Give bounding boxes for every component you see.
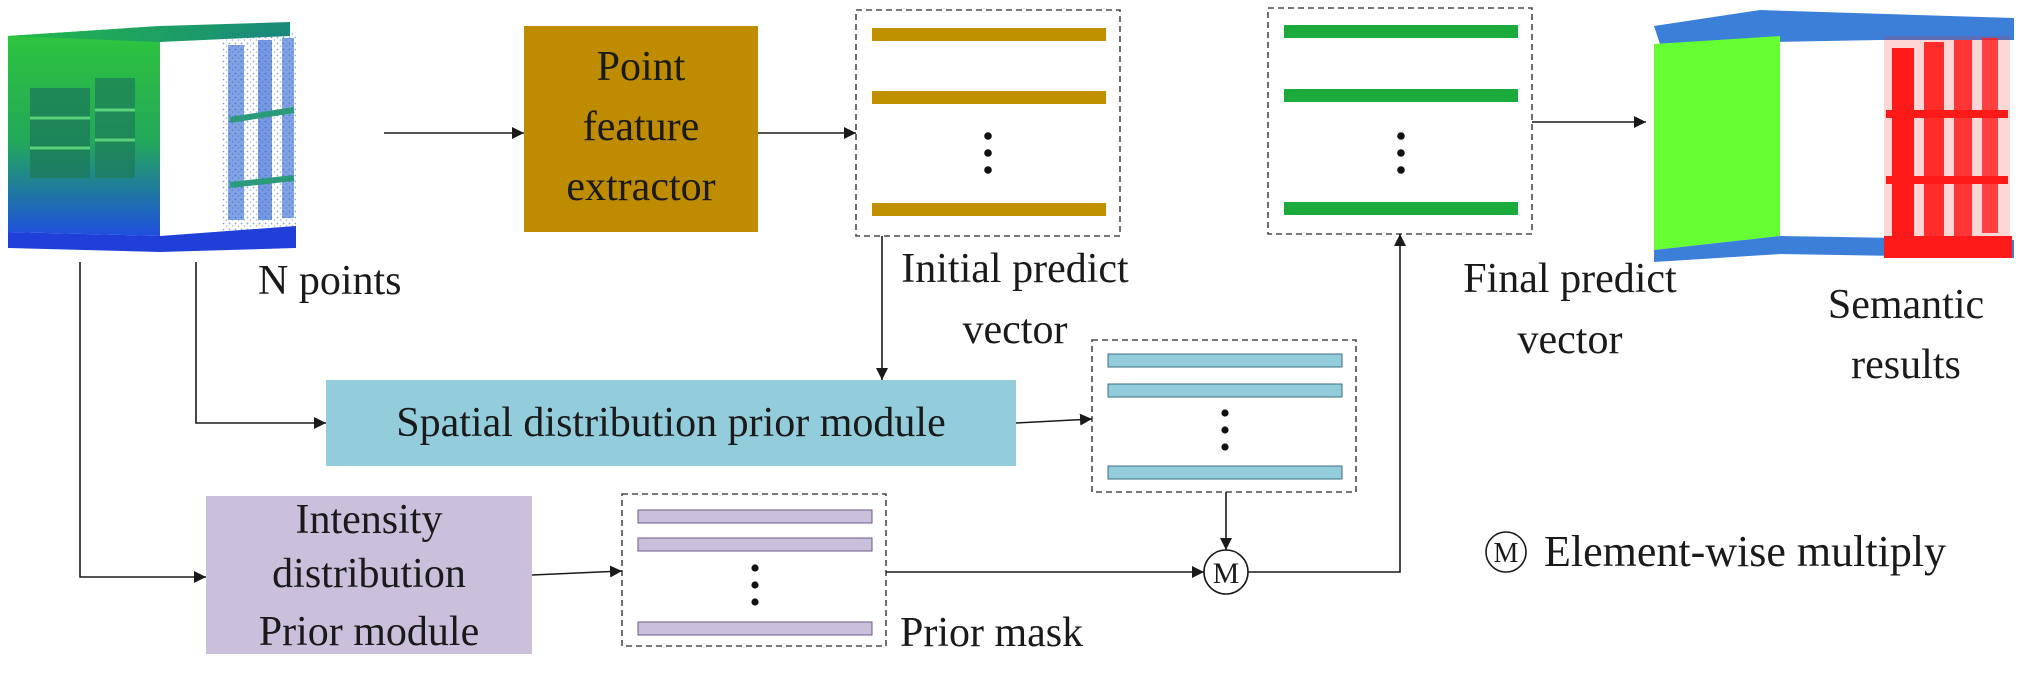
legend-multiply-symbol: M [1494, 538, 1519, 569]
extractor-label-line-2: feature [583, 104, 700, 150]
semantic-point-cloud-image [1654, 10, 2014, 262]
semantic-results-label-line-1: Semantic [1828, 282, 1984, 328]
initial-predict-label-line-2: vector [963, 307, 1068, 353]
extractor-label-line-3: extractor [566, 164, 715, 210]
arrow-cloud-to-intensity [79, 262, 206, 583]
arrow-cloud-to-spatial [195, 262, 326, 429]
point-feature-extractor-box [524, 26, 758, 232]
legend: M Element-wise multiply [1485, 527, 1946, 576]
prior-mask-label: Prior mask [900, 610, 1083, 656]
multiply-symbol: M [1213, 557, 1240, 590]
spatial-prior-vector [1091, 339, 1357, 493]
arrow-spatial-to-vector [1015, 413, 1093, 426]
intensity-module-label-line-2: distribution [272, 551, 466, 597]
intensity-module-label-line-3: Prior module [259, 609, 479, 655]
arrow-intensity-to-mask [531, 565, 623, 578]
spatial-distribution-prior-module-box [326, 380, 1016, 466]
final-predict-label-line-1: Final predict [1463, 256, 1677, 302]
semantic-results-label-line-2: results [1851, 342, 1961, 388]
connectors [79, 116, 1646, 583]
spatial-module-label: Spatial distribution prior module [396, 400, 945, 446]
multiply-circle-icon: M [1203, 549, 1249, 595]
legend-multiply-icon [1485, 531, 1527, 573]
legend-label: Element-wise multiply [1544, 527, 1946, 576]
prior-mask-vector [621, 493, 887, 647]
initial-predict-label-line-1: Initial predict [901, 246, 1129, 292]
extractor-label-line-1: Point [597, 44, 686, 90]
n-points-label: N points [258, 258, 402, 304]
final-predict-vector [1267, 7, 1533, 235]
final-predict-label-line-2: vector [1518, 317, 1623, 363]
input-point-cloud-image [8, 22, 296, 252]
intensity-module-label-line-1: Intensity [296, 497, 443, 543]
arrow-multiply-to-final [1248, 234, 1406, 573]
intensity-distribution-prior-module-box [206, 496, 532, 654]
initial-predict-vector [855, 9, 1121, 237]
